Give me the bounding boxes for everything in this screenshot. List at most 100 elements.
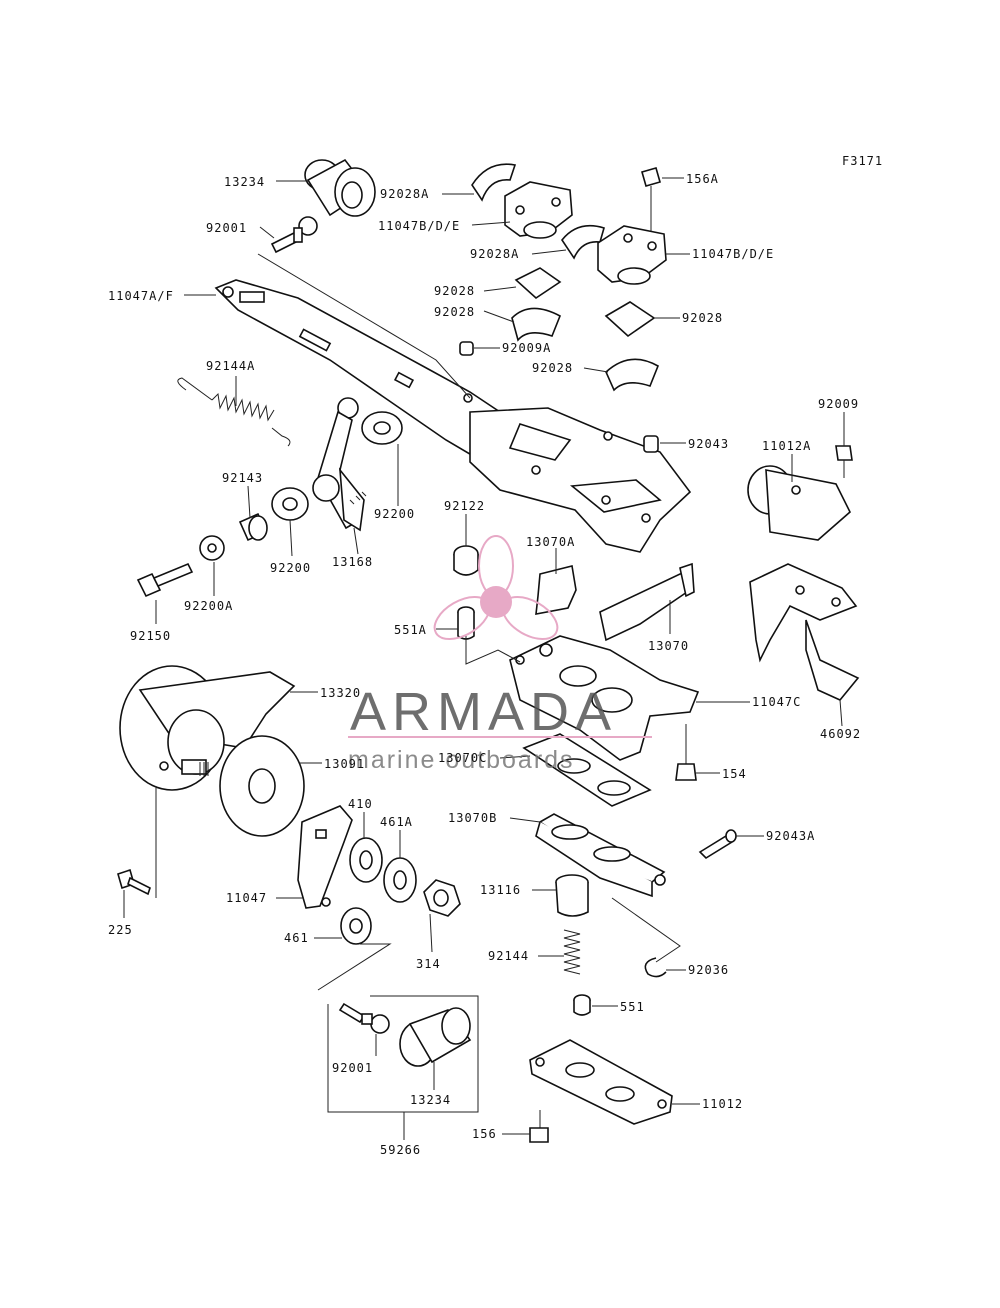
- part-92028-b-drawing: [511, 307, 562, 342]
- label-314: 314: [416, 957, 441, 971]
- label-92001-top: 92001: [206, 221, 247, 235]
- part-13116-drawing: [555, 874, 589, 917]
- label-92200A: 92200A: [184, 599, 233, 613]
- part-13320-drawing: [119, 665, 296, 791]
- part-92036-drawing: [644, 957, 667, 978]
- label-92009: 92009: [818, 397, 859, 411]
- part-92028A-a-drawing: [471, 163, 517, 202]
- part-92200-l-drawing: [271, 487, 309, 521]
- part-11047-drawing: [297, 805, 353, 909]
- leader-lines: [123, 177, 845, 1140]
- label-92028-b: 92028: [434, 305, 475, 319]
- part-11047C-drawing: [509, 635, 700, 761]
- label-461: 461: [284, 931, 309, 945]
- label-92043: 92043: [688, 437, 729, 451]
- label-92036: 92036: [688, 963, 729, 977]
- label-13320: 13320: [320, 686, 361, 700]
- part-154-drawing: [675, 724, 697, 781]
- watermark-tagline: marine outboards: [348, 746, 575, 774]
- part-13168-hub-drawing: [312, 474, 340, 502]
- label-92144A: 92144A: [206, 359, 255, 373]
- label-92200-l: 92200: [270, 561, 311, 575]
- label-11047BDE-b: 11047B/D/E: [692, 247, 774, 261]
- part-92200A-drawing: [199, 535, 225, 561]
- label-46092: 46092: [820, 727, 861, 741]
- part-92144A-drawing: [177, 377, 291, 447]
- part-13234-top-drawing: [304, 158, 376, 217]
- part-bracket-block-drawing: [469, 407, 692, 553]
- part-13070A-drawing: [535, 565, 577, 615]
- label-13070C: 13070C: [438, 751, 487, 765]
- part-461A-drawing: [383, 857, 417, 903]
- label-11012: 11012: [702, 1097, 743, 1111]
- part-13091-drawing: [219, 735, 305, 837]
- part-92001-bot-drawing: [338, 1002, 390, 1034]
- label-11047BDE-a: 11047B/D/E: [378, 219, 460, 233]
- label-461A: 461A: [380, 815, 413, 829]
- part-92200-r-drawing: [361, 411, 403, 445]
- part-92143-drawing: [238, 512, 268, 542]
- label-92009A: 92009A: [502, 341, 551, 355]
- label-551A: 551A: [394, 623, 427, 637]
- part-156A-drawing: [641, 167, 661, 232]
- part-225-drawing: [117, 868, 151, 896]
- label-551: 551: [620, 1000, 645, 1014]
- part-314-drawing: [423, 879, 461, 917]
- label-92150: 92150: [130, 629, 171, 643]
- part-410-drawing: [349, 837, 383, 883]
- label-92144: 92144: [488, 949, 529, 963]
- label-92143: 92143: [222, 471, 263, 485]
- part-11012-drawing: [529, 1039, 673, 1125]
- part-156-drawing: [529, 1110, 549, 1143]
- label-92028-c: 92028: [682, 311, 723, 325]
- part-92028-c-drawing: [604, 301, 656, 338]
- label-13234-bot: 13234: [410, 1093, 451, 1107]
- label-156A: 156A: [686, 172, 719, 186]
- part-92150-drawing: [136, 562, 194, 598]
- part-92028-d-drawing: [605, 358, 660, 392]
- propeller-logo-icon: [433, 535, 559, 641]
- label-13070: 13070: [648, 639, 689, 653]
- label-13091: 13091: [324, 757, 365, 771]
- part-551-drawing: [573, 994, 591, 1016]
- label-11047AF: 11047A/F: [108, 289, 174, 303]
- part-92028-a-drawing: [514, 267, 562, 300]
- label-11047C: 11047C: [752, 695, 801, 709]
- part-13234-bot-drawing: [399, 1007, 472, 1067]
- part-drawings: [117, 158, 860, 1143]
- part-13070-drawing: [599, 562, 695, 642]
- part-92009A-drawing: [459, 341, 474, 356]
- label-92028A-b: 92028A: [470, 247, 519, 261]
- part-92043A-drawing: [698, 829, 737, 860]
- part-92144-drawing: [563, 929, 581, 975]
- label-92028-a: 92028: [434, 284, 475, 298]
- part-461-drawing: [340, 907, 372, 945]
- watermark-underline: [348, 736, 652, 738]
- part-92009-drawing: [835, 445, 853, 478]
- label-92200-r: 92200: [374, 507, 415, 521]
- label-13070A: 13070A: [526, 535, 575, 549]
- part-11047BDE-a-drawing: [504, 181, 573, 239]
- label-92028-d: 92028: [532, 361, 573, 375]
- label-13168: 13168: [332, 555, 373, 569]
- label-410: 410: [348, 797, 373, 811]
- label-13070B: 13070B: [448, 811, 497, 825]
- label-156: 156: [472, 1127, 497, 1141]
- part-551A-drawing: [457, 606, 475, 640]
- watermark: ARMADA marine outboards: [348, 535, 652, 774]
- label-59266: 59266: [380, 1143, 421, 1157]
- part-11047BDE-b-drawing: [597, 225, 667, 285]
- label-225: 225: [108, 923, 133, 937]
- label-11047: 11047: [226, 891, 267, 905]
- part-92122-drawing: [453, 545, 479, 576]
- part-13070B-drawing: [535, 813, 666, 898]
- label-13234-top: 13234: [224, 175, 265, 189]
- part-13070C-drawing: [522, 733, 652, 807]
- watermark-brand: ARMADA: [350, 682, 617, 742]
- part-92043-drawing: [643, 435, 659, 453]
- label-92001-bot: 92001: [332, 1061, 373, 1075]
- label-92122: 92122: [444, 499, 485, 513]
- label-154: 154: [722, 767, 747, 781]
- label-92028A-a: 92028A: [380, 187, 429, 201]
